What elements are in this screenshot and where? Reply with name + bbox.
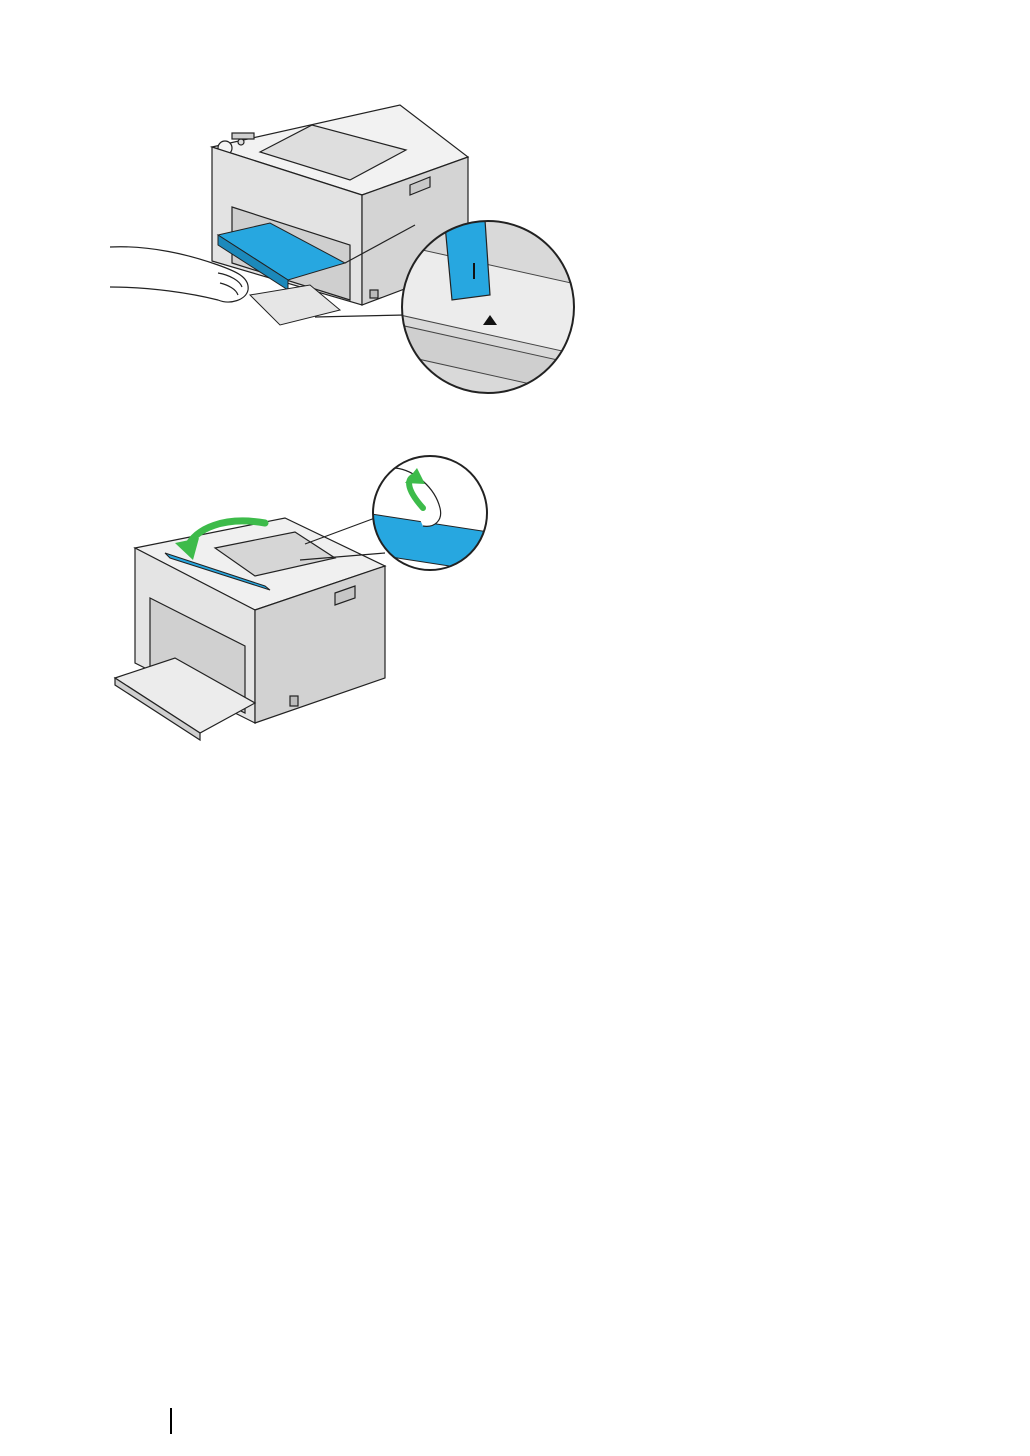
figure-printer-tray-extension	[100, 95, 600, 400]
footer-rule	[170, 1408, 172, 1434]
printer-tray-illustration	[100, 95, 600, 400]
magnifier-callout-icon	[365, 456, 495, 573]
printer-icon	[115, 518, 385, 740]
printer-cover-illustration	[105, 448, 495, 748]
figure-printer-close-cover	[105, 448, 495, 748]
